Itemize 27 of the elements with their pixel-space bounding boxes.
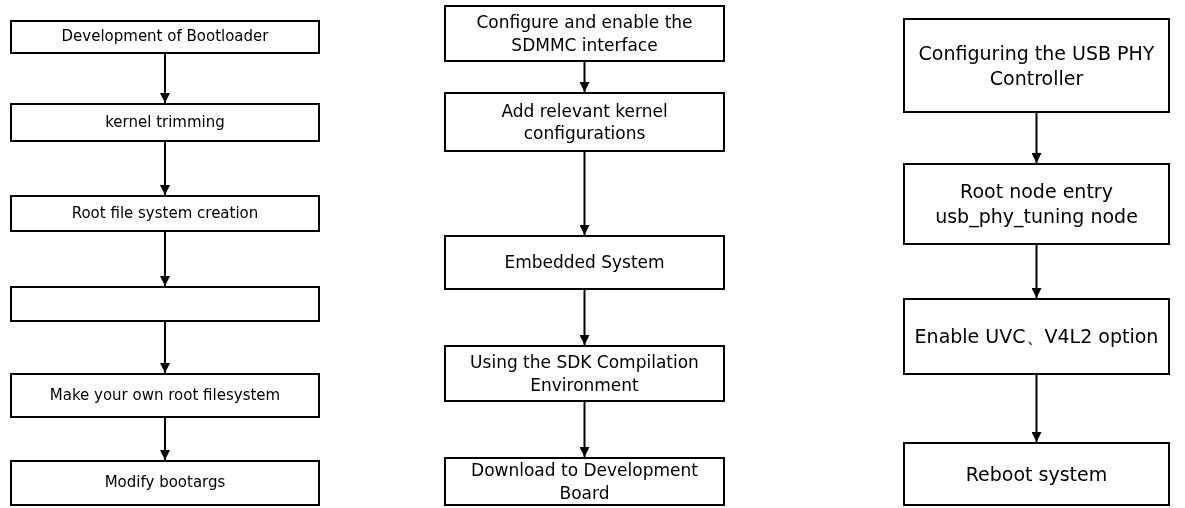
arrow bbox=[1031, 112, 1042, 164]
process-box: Configuring the USB PHY Controller bbox=[903, 18, 1170, 113]
arrow bbox=[579, 289, 590, 346]
process-box: Using the SDK Compilation Environment bbox=[444, 345, 725, 402]
process-box: Embedded System bbox=[444, 235, 725, 290]
arrow bbox=[160, 141, 170, 196]
process-box: Add relevant kernel configurations bbox=[444, 92, 725, 152]
arrow bbox=[160, 417, 170, 461]
process-box: Reboot system bbox=[903, 442, 1170, 506]
process-box: Modify bootargs bbox=[10, 460, 320, 506]
empty-box bbox=[10, 286, 320, 322]
process-box: kernel trimming bbox=[10, 103, 320, 142]
process-box: Development of Bootloader bbox=[10, 20, 320, 54]
arrow bbox=[1031, 244, 1042, 299]
process-box: Root node entry usb_phy_tuning node bbox=[903, 163, 1170, 245]
process-box: Download to Development Board bbox=[444, 457, 725, 506]
arrow bbox=[160, 53, 170, 104]
arrow bbox=[579, 151, 590, 236]
arrow bbox=[160, 231, 170, 287]
arrow bbox=[1031, 374, 1042, 443]
process-box: Enable UVC、V4L2 option bbox=[903, 298, 1170, 375]
arrow bbox=[579, 61, 590, 93]
process-box: Make your own root filesystem bbox=[10, 373, 320, 418]
process-box: Root file system creation bbox=[10, 195, 320, 232]
arrow bbox=[579, 401, 590, 458]
process-box: Configure and enable the SDMMC interface bbox=[444, 5, 725, 62]
arrow bbox=[160, 321, 170, 374]
